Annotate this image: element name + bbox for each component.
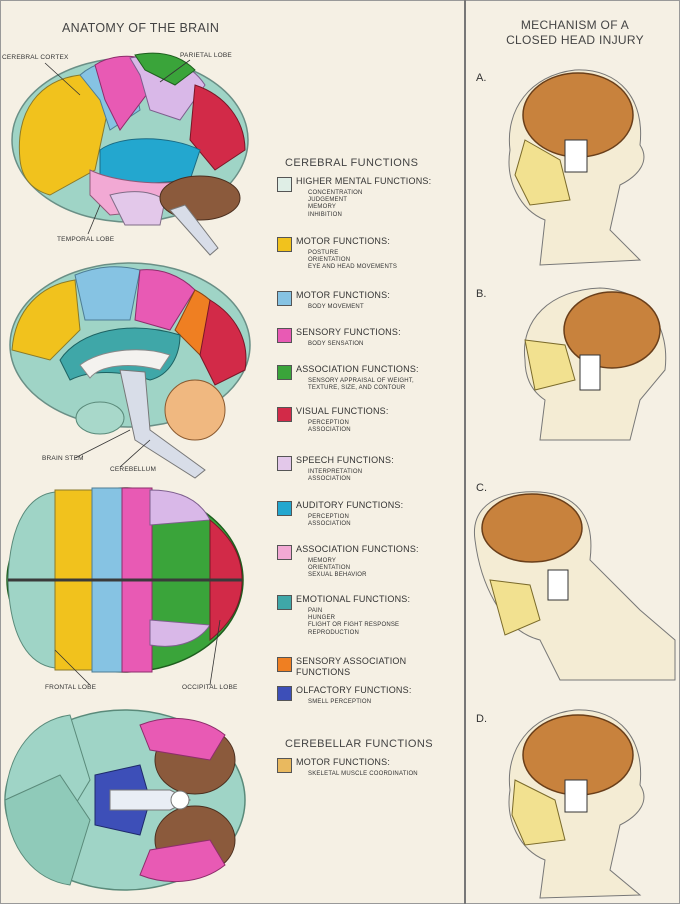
inferior-brain-view [4, 709, 246, 891]
cerebral-cortex-label: CEREBRAL CORTEX [2, 54, 69, 61]
lateral-brain-view [11, 52, 249, 256]
function-detail-line: HUNGER [308, 615, 336, 622]
function-details: SMELL PERCEPTION [308, 699, 371, 706]
panel-a-letter: A. [476, 72, 487, 84]
function-details: BODY MOVEMENT [308, 304, 364, 311]
function-name: AUDITORY FUNCTIONS: [296, 500, 404, 510]
color-swatch [277, 456, 292, 471]
label-leader-lines [44, 59, 221, 686]
function-name: MOTOR FUNCTIONS: [296, 236, 391, 246]
color-swatch [277, 365, 292, 380]
panel-b-letter: B. [476, 288, 487, 300]
function-detail-line: BODY MOVEMENT [308, 304, 364, 310]
cerebellar-functions-heading: CEREBELLAR FUNCTIONS [285, 738, 433, 750]
color-swatch [277, 328, 292, 343]
function-detail-line: ASSOCIATION [308, 521, 351, 528]
brain-stem-label: BRAIN STEM [42, 455, 84, 462]
color-swatch [277, 545, 292, 560]
function-name: VISUAL FUNCTIONS: [296, 406, 389, 416]
color-swatch [277, 237, 292, 252]
function-detail-line: BODY SENSATION [308, 341, 364, 347]
function-detail-line: REPRODUCTION [308, 629, 360, 636]
function-detail-line: INHIBITION [308, 211, 343, 218]
function-detail-line: ASSOCIATION [308, 476, 351, 483]
panel-d-letter: D. [476, 713, 487, 725]
function-detail-line: FLIGHT OR FIGHT RESPONSE [308, 622, 400, 629]
injury-panel-d [508, 709, 645, 899]
function-detail-line: SEXUAL BEHAVIOR [308, 572, 367, 579]
column-divider [464, 0, 466, 904]
function-detail-line: PERCEPTION [308, 514, 350, 520]
color-swatch [277, 657, 292, 672]
frontal-lobe-label: FRONTAL LOBE [45, 684, 97, 691]
function-detail-line: SKELETAL MUSCLE COORDINATION [308, 771, 418, 777]
function-detail-line: PAIN [308, 608, 323, 614]
function-name: EMOTIONAL FUNCTIONS: [296, 594, 411, 604]
function-name: ASSOCIATION FUNCTIONS: [296, 544, 419, 554]
function-detail-line: POSTURE [308, 250, 339, 256]
midsagittal-brain-view [9, 262, 251, 479]
cerebral-functions-heading: CEREBRAL FUNCTIONS [285, 157, 419, 169]
injury-panel-b [523, 287, 667, 441]
function-name: MOTOR FUNCTIONS: [296, 290, 391, 300]
function-detail-line: INTERPRETATION [308, 469, 363, 475]
function-name: HIGHER MENTAL FUNCTIONS: [296, 176, 432, 186]
function-detail-line: ASSOCIATION [308, 427, 351, 434]
color-swatch [277, 595, 292, 610]
function-details: SKELETAL MUSCLE COORDINATION [308, 771, 418, 778]
function-detail-line: TEXTURE, SIZE, AND CONTOUR [308, 385, 406, 392]
occipital-lobe-label: OCCIPITAL LOBE [182, 684, 238, 691]
function-detail-line: PERCEPTION [308, 420, 350, 426]
function-name: SENSORY ASSOCIATION FUNCTIONS [296, 656, 407, 677]
injury-panel-c [473, 491, 676, 681]
color-swatch [277, 291, 292, 306]
function-name: MOTOR FUNCTIONS: [296, 757, 391, 767]
temporal-lobe-label: TEMPORAL LOBE [57, 236, 115, 243]
function-detail-line: ORIENTATION [308, 257, 351, 264]
function-detail-line: ORIENTATION [308, 565, 351, 572]
injury-title: MECHANISM OF A CLOSED HEAD INJURY [490, 18, 660, 48]
function-name: SPEECH FUNCTIONS: [296, 455, 394, 465]
cerebellum-label: CEREBELLUM [110, 466, 157, 473]
injury-panel-a [508, 69, 645, 266]
function-details: SENSORY APPRAISAL OF WEIGHT,TEXTURE, SIZ… [308, 378, 414, 392]
function-detail-line: CONCENTRATION [308, 190, 363, 196]
injury-title-line-2: CLOSED HEAD INJURY [506, 33, 644, 47]
function-detail-line: SENSORY APPRAISAL OF WEIGHT, [308, 378, 414, 384]
injury-title-line-1: MECHANISM OF A [520, 18, 630, 32]
color-swatch [277, 758, 292, 773]
function-name: ASSOCIATION FUNCTIONS: [296, 364, 419, 374]
color-swatch [277, 407, 292, 422]
function-name: OLFACTORY FUNCTIONS: [296, 685, 412, 695]
color-swatch [277, 177, 292, 192]
panel-c-letter: C. [476, 482, 487, 494]
function-detail-line: EYE AND HEAD MOVEMENTS [308, 264, 398, 271]
function-detail-line: SMELL PERCEPTION [308, 699, 372, 705]
anatomy-title: ANATOMY OF THE BRAIN [62, 21, 220, 35]
parietal-lobe-label: PARIETAL LOBE [180, 52, 232, 59]
function-name: SENSORY FUNCTIONS: [296, 327, 401, 337]
function-detail-line: MEMORY [308, 204, 337, 211]
function-detail-line: JUDGEMENT [308, 197, 348, 204]
function-details: BODY SENSATION [308, 341, 364, 348]
function-detail-line: MEMORY [308, 558, 337, 564]
superior-brain-view [6, 487, 244, 673]
color-swatch [277, 501, 292, 516]
color-swatch [277, 686, 292, 701]
